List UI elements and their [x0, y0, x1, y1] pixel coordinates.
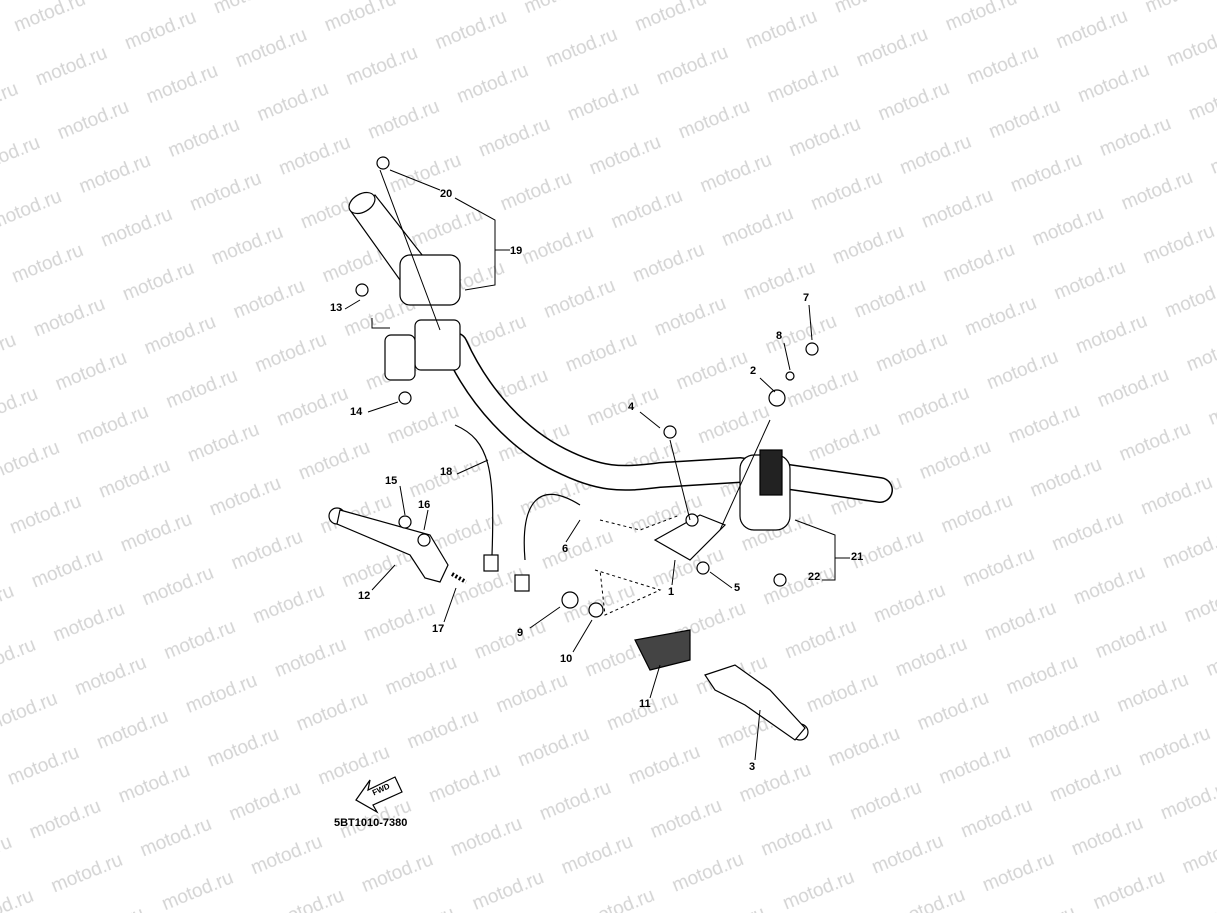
fwd-arrow-icon — [355, 776, 403, 814]
callout-22: 22 — [808, 571, 821, 583]
callout-5: 5 — [734, 582, 741, 594]
callout-15: 15 — [385, 475, 398, 487]
callout-2: 2 — [750, 365, 757, 377]
callout-3: 3 — [749, 761, 756, 773]
callout-9: 9 — [517, 627, 524, 639]
callout-6: 6 — [562, 543, 569, 555]
diagram-code: 5BT1010-7380 — [334, 817, 408, 829]
callout-10: 10 — [560, 653, 573, 665]
callout-13: 13 — [330, 302, 343, 314]
callout-18: 18 — [440, 466, 453, 478]
callout-1: 1 — [668, 586, 675, 598]
clutch-lever-3 — [704, 664, 809, 741]
brake-lever-12 — [328, 507, 449, 583]
callout-7: 7 — [803, 292, 810, 304]
callout-14: 14 — [350, 406, 363, 418]
leader-lines — [344, 169, 850, 761]
callout-11: 11 — [639, 698, 651, 710]
callout-19: 19 — [510, 245, 523, 257]
callout-4: 4 — [628, 401, 635, 413]
cable-6 — [523, 494, 581, 561]
callout-8: 8 — [776, 330, 783, 342]
cable-18 — [454, 424, 494, 556]
cover-11 — [634, 629, 691, 671]
callout-20: 20 — [440, 188, 453, 200]
throttle-grip — [348, 191, 461, 381]
callout-21: 21 — [851, 551, 864, 563]
callout-17: 17 — [432, 623, 445, 635]
left-switch — [739, 449, 791, 531]
callout-16: 16 — [418, 499, 431, 511]
callout-12: 12 — [358, 590, 371, 602]
